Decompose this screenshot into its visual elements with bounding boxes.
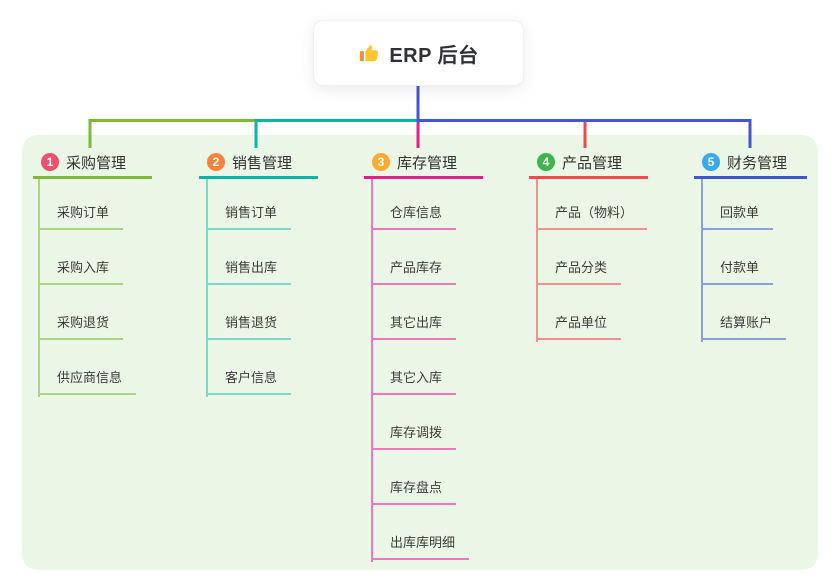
branch-rail — [38, 179, 40, 397]
leaf-node[interactable]: 回款单 — [701, 202, 774, 230]
leaf-node[interactable]: 库存盘点 — [371, 477, 457, 505]
root-node[interactable]: ERP 后台 — [313, 20, 524, 86]
leaf-node[interactable]: 库存调拨 — [371, 422, 457, 450]
leaf-node[interactable]: 采购入库 — [38, 257, 124, 285]
branch-label: 库存管理 — [397, 154, 458, 172]
branch-header-inventory[interactable]: 3 库存管理 — [364, 148, 483, 179]
branch-label: 财务管理 — [727, 154, 788, 172]
branch-number-badge: 5 — [702, 153, 720, 171]
leaf-node[interactable]: 产品分类 — [536, 257, 622, 285]
leaf-node[interactable]: 结算账户 — [701, 312, 787, 340]
leaf-node[interactable]: 其它出库 — [371, 312, 457, 340]
leaf-node[interactable]: 出库库明细 — [371, 532, 470, 560]
leaf-node[interactable]: 仓库信息 — [371, 202, 457, 230]
branch-header-product[interactable]: 4 产品管理 — [529, 148, 648, 179]
branch-label: 销售管理 — [232, 154, 293, 172]
leaf-node[interactable]: 销售订单 — [206, 202, 292, 230]
branch-rail — [701, 179, 703, 342]
leaf-node[interactable]: 采购订单 — [38, 202, 124, 230]
leaf-node[interactable]: 采购退货 — [38, 312, 124, 340]
leaf-node[interactable]: 产品（物料） — [536, 202, 648, 230]
branch-number-badge: 3 — [372, 153, 390, 171]
branch-rail — [206, 179, 208, 397]
thumbs-up-icon — [360, 45, 379, 62]
branch-header-purchase[interactable]: 1 采购管理 — [33, 148, 152, 179]
leaf-node[interactable]: 供应商信息 — [38, 367, 137, 395]
branch-rail — [536, 179, 538, 342]
leaf-node[interactable]: 客户信息 — [206, 367, 292, 395]
branch-header-finance[interactable]: 5 财务管理 — [694, 148, 807, 179]
leaf-node[interactable]: 产品单位 — [536, 312, 622, 340]
leaf-node[interactable]: 其它入库 — [371, 367, 457, 395]
leaf-node[interactable]: 产品库存 — [371, 257, 457, 285]
branch-number-badge: 4 — [537, 153, 555, 171]
branch-label: 采购管理 — [66, 154, 127, 172]
branch-header-sales[interactable]: 2 销售管理 — [199, 148, 318, 179]
branch-number-badge: 2 — [207, 153, 225, 171]
leaf-node[interactable]: 销售退货 — [206, 312, 292, 340]
branches-panel — [22, 135, 818, 570]
root-title: ERP 后台 — [389, 44, 479, 67]
branch-rail — [371, 179, 373, 562]
leaf-node[interactable]: 付款单 — [701, 257, 774, 285]
branch-label: 产品管理 — [562, 154, 623, 172]
branch-number-badge: 1 — [41, 153, 59, 171]
leaf-node[interactable]: 销售出库 — [206, 257, 292, 285]
